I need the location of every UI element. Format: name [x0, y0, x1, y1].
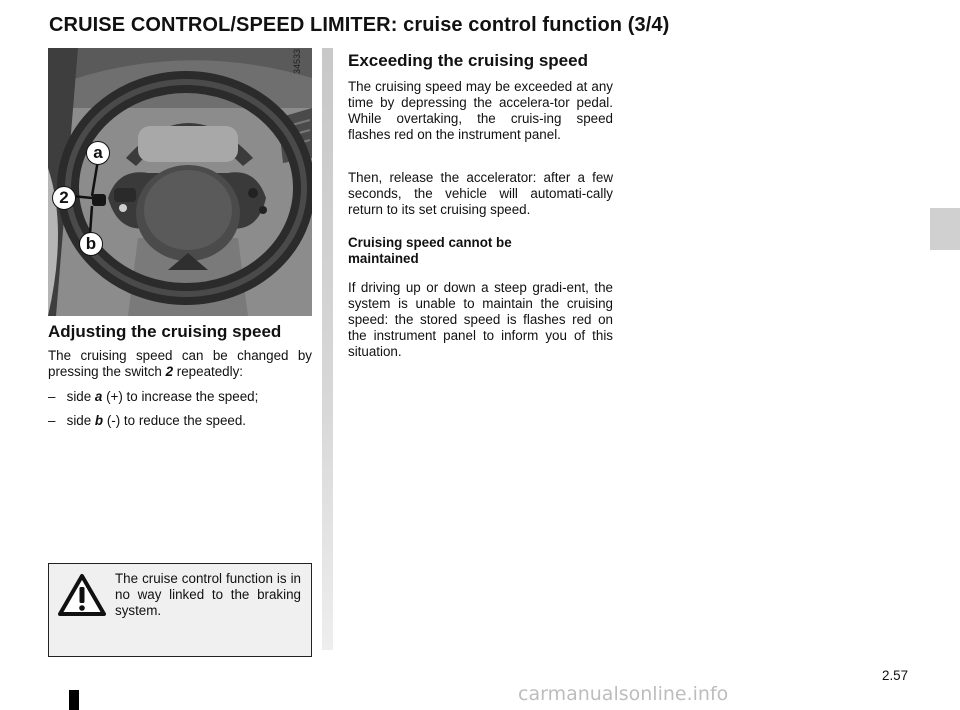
bullet-key-b: b — [94, 413, 104, 428]
bullet-pre: side — [66, 413, 95, 428]
adjusting-heading: Adjusting the cruising speed — [48, 322, 282, 341]
warning-triangle-icon — [58, 574, 106, 616]
warning-text: The cruise control function is in no way… — [115, 571, 301, 618]
corner-mark — [69, 690, 79, 710]
bullet-post: (+) to increase the speed; — [102, 389, 259, 404]
exceeding-para-2: Then, release the accelerator: after a f… — [348, 170, 613, 217]
page-title: CRUISE CONTROL/SPEED LIMITER: cruise con… — [49, 14, 670, 36]
bullet-increase: – side a (+) to increase the speed; — [48, 389, 258, 405]
adjusting-intro: The cruising speed can be changed by pre… — [48, 348, 312, 380]
cannot-maintain-subheading: Cruising speed cannot be maintained — [348, 235, 512, 266]
column-divider — [322, 48, 333, 650]
bullet-dash: – — [48, 413, 56, 428]
cannot-maintain-para: If driving up or down a steep gradi-ent,… — [348, 280, 613, 359]
callout-switch-label: 2 — [59, 188, 69, 207]
adjusting-intro-switch: 2 — [165, 364, 174, 379]
callout-switch-2: 2 — [52, 186, 76, 210]
warning-box: The cruise control function is in no way… — [48, 563, 312, 657]
section-side-tab — [930, 208, 960, 250]
callout-b-label: b — [85, 234, 97, 253]
bullet-decrease: – side b (-) to reduce the speed. — [48, 413, 246, 429]
callout-b: b — [79, 232, 103, 256]
exceeding-heading: Exceeding the cruising speed — [348, 51, 588, 70]
bullet-key-a: a — [94, 389, 103, 404]
steering-wheel-figure — [48, 48, 312, 316]
page-number: 2.57 — [882, 668, 909, 683]
adjusting-intro-before: The cruising speed can be changed by pre… — [48, 348, 312, 379]
bullet-pre: side — [66, 389, 95, 404]
callout-a-label: a — [93, 143, 103, 162]
exceeding-para-1: The cruising speed may be exceeded at an… — [348, 79, 613, 142]
bullet-dash: – — [48, 389, 56, 404]
callout-a: a — [86, 141, 110, 165]
bullet-post: (-) to reduce the speed. — [103, 413, 247, 428]
watermark: carmanualsonline.info — [518, 683, 729, 705]
adjusting-intro-after: repeatedly: — [173, 364, 244, 379]
callout-leader-lines — [71, 159, 100, 235]
